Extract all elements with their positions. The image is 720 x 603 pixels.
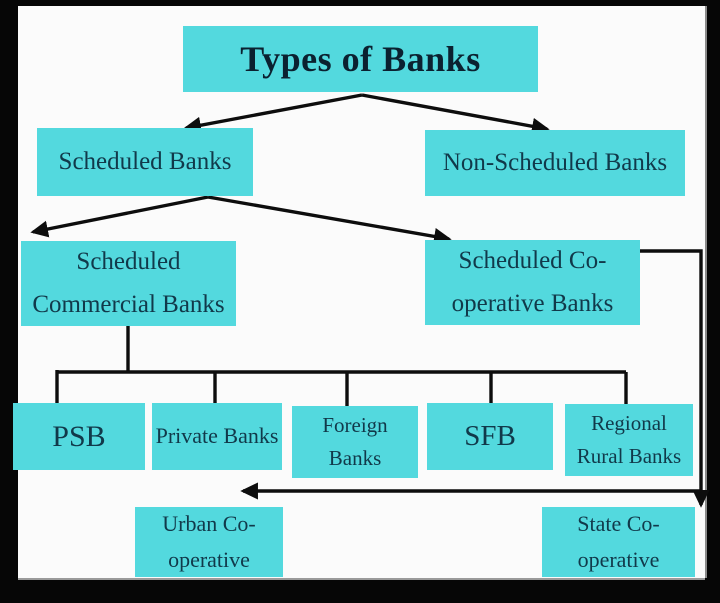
node-label: PSB xyxy=(52,420,106,453)
edge-scheduled-to-commercial xyxy=(30,195,209,238)
node-label-line1: Urban Co- xyxy=(162,510,256,536)
node-types-of-banks: Types of Banks xyxy=(183,26,538,92)
node-label-line2: Commercial Banks xyxy=(32,290,225,318)
node-label-line1: Regional xyxy=(591,411,667,436)
node-scheduled-commercial-banks: Scheduled Commercial Banks xyxy=(21,241,236,326)
node-label-line2: Banks xyxy=(328,446,382,470)
node-label-line1: Foreign xyxy=(322,413,388,438)
node-label: Non-Scheduled Banks xyxy=(442,148,668,176)
node-label: Private Banks xyxy=(155,423,279,449)
node-label-line2: operative Banks xyxy=(451,289,614,317)
node-sfb: SFB xyxy=(427,403,553,470)
node-label: Scheduled Banks xyxy=(58,147,232,175)
node-psb: PSB xyxy=(13,403,145,470)
node-label: Types of Banks xyxy=(240,38,481,79)
node-urban-cooperative: Urban Co- operative xyxy=(135,507,283,577)
node-label-line1: State Co- xyxy=(577,510,660,536)
node-state-cooperative: State Co- operative xyxy=(542,507,695,577)
node-label-line1: Scheduled xyxy=(76,248,181,275)
node-label: SFB xyxy=(464,419,516,452)
node-non-scheduled-banks: Non-Scheduled Banks xyxy=(425,130,685,196)
node-regional-rural-banks: Regional Rural Banks xyxy=(565,404,693,476)
node-scheduled-banks: Scheduled Banks xyxy=(37,128,253,196)
edge-root-to-scheduled xyxy=(183,93,363,134)
edge-root-to-non-scheduled xyxy=(361,93,550,135)
node-private-banks: Private Banks xyxy=(152,403,282,470)
node-label-line1: Scheduled Co- xyxy=(458,247,607,274)
node-label-line2: Rural Banks xyxy=(576,444,682,468)
node-foreign-banks: Foreign Banks xyxy=(292,406,418,478)
edge-scheduled-to-cooperative xyxy=(207,195,452,245)
node-label-line2: operative xyxy=(168,547,250,572)
node-label-line2: operative xyxy=(577,547,660,572)
node-scheduled-cooperative-banks: Scheduled Co- operative Banks xyxy=(425,240,640,325)
